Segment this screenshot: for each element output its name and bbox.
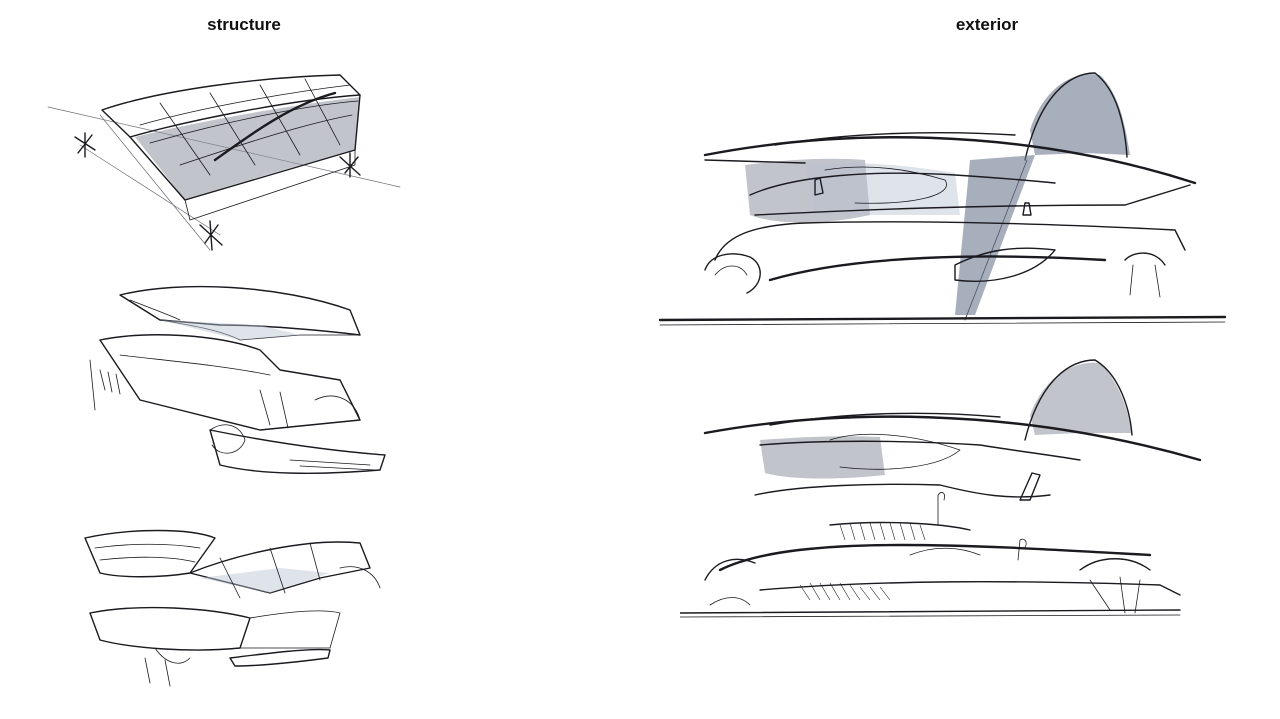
exterior-sketch-1 [655, 65, 1230, 335]
structure-sketch-1 [40, 65, 410, 265]
exterior-heading: exterior [955, 15, 1019, 34]
structure-sketch-2 [60, 280, 400, 495]
structure-sketch-3 [70, 518, 400, 698]
structure-heading: structure [207, 15, 281, 34]
exterior-sketch-2 [680, 355, 1225, 645]
